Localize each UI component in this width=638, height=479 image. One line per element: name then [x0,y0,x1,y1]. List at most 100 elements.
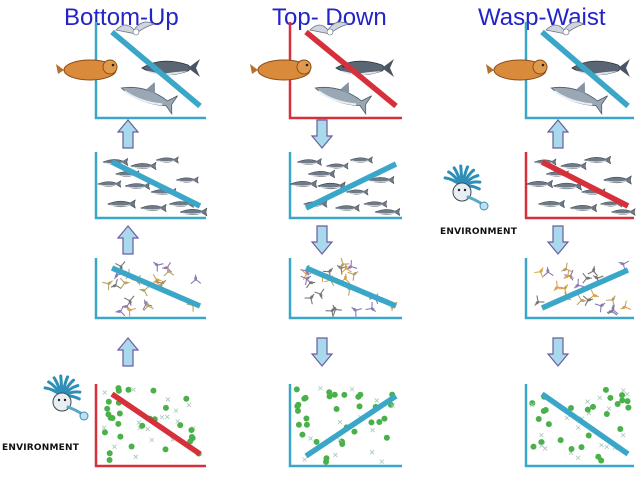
phytoplankton-dot-icon [104,405,111,412]
sardine-body [97,180,122,188]
wind-face [52,392,72,412]
copepod-body [622,305,627,309]
phytoplankton-dot-icon [578,444,585,451]
sardine-icon [334,203,360,213]
sardine-body [179,207,208,217]
phytoplankton-cross-icon [369,450,375,455]
panel-phytoplankton [524,384,634,468]
copepod-body [344,275,347,281]
sardine-belly [99,184,117,187]
copepod-body [126,307,131,312]
seal-tail [56,64,64,74]
panel-forage-fish [288,152,402,220]
phytoplankton-dot-icon [115,385,122,392]
copepod-icon [351,306,362,317]
phytoplankton-dot-icon [299,431,306,438]
panel-axes [524,22,634,120]
phytoplankton-dot-icon [595,453,602,460]
phytoplankton-cross-icon [575,455,581,461]
phytoplankton-dot-icon [376,419,383,426]
copepod-icon [163,266,175,277]
phytoplankton-dot-icon [326,393,333,400]
phytoplankton-dot-icon [150,387,157,394]
sardine-body [140,203,167,213]
trend-line [304,393,398,459]
phytoplankton-dot-icon [187,438,194,445]
sardine-belly [292,184,312,187]
phytoplankton-cross-icon [625,391,630,397]
phytoplankton-dot-icon [624,398,631,405]
sardine-belly [365,204,383,207]
phytoplankton-cross-icon [530,402,535,408]
sardine-belly [572,208,592,211]
sardine-icon [610,208,636,216]
phytoplankton-dot-icon [619,392,626,399]
copepod-icon [341,263,352,274]
shark-icon [550,82,608,116]
phytoplankton-dot-icon [294,407,301,414]
copepod-body [112,284,117,288]
copepod-body [344,265,348,270]
phytoplankton-dot-icon [584,406,591,413]
arrow-up-icon [546,119,570,149]
tuna-belly [338,70,382,76]
copepod-icon [336,264,348,275]
sardine-icon [124,181,151,191]
copepod-body [123,281,128,285]
arrow-down-icon [310,119,334,149]
phytoplankton-dot-icon [139,422,146,429]
sardine-icon [363,200,388,208]
phytoplankton-cross-icon [542,446,548,451]
title-wasp-waist: Wasp-Waist [478,4,606,31]
phytoplankton-dot-icon [589,403,596,410]
phytoplankton-cross-icon [349,386,355,392]
phytoplankton-cross-icon [318,385,323,391]
sardine-belly [327,166,345,169]
shark-icon [120,82,178,116]
shark-fin [339,82,350,94]
sardine-body [107,199,136,209]
trend-line [110,391,202,457]
copepod-icon [314,288,325,300]
phytoplankton-cross-icon [333,452,338,458]
seagull-icon [545,21,586,36]
sardine-body [603,175,632,185]
wind-puff [79,411,89,421]
sardine-icon [552,181,582,191]
copepod-body [586,298,592,302]
copepod-body [535,300,540,305]
phytoplankton-cross-icon [337,419,343,425]
copepod-icon [534,267,544,278]
copepod-body [117,310,122,313]
sardine-belly [370,180,390,183]
copepod-body [563,285,568,290]
trend-line [304,265,398,309]
phytoplankton-dot-icon [106,456,113,463]
phytoplankton-cross-icon [564,415,570,421]
panel-axes [94,22,206,120]
phytoplankton-dot-icon [557,437,564,444]
shark-icon [314,82,372,116]
arrow-down-icon [310,225,334,255]
arrow-up-icon [116,337,140,367]
copepod-icon [573,278,585,289]
copepod-body [580,299,585,302]
phytoplankton-dot-icon [356,403,363,410]
phytoplankton-dot-icon [177,422,184,429]
seagull-icon [115,21,156,36]
copepod-icon [534,295,545,306]
sardine-belly [376,212,396,215]
copepod-icon [606,295,616,307]
sardine-icon [325,162,349,170]
copepod-body [352,272,357,276]
copepod-body [194,276,198,281]
panel-phytoplankton [94,384,206,468]
copepod-body [328,269,332,273]
panel-zooplankton [288,257,402,320]
copepod-body [546,268,550,274]
copepod-icon [582,272,592,284]
shark-belly [123,90,163,106]
seal-eye [305,63,309,67]
trend-line [540,29,630,109]
